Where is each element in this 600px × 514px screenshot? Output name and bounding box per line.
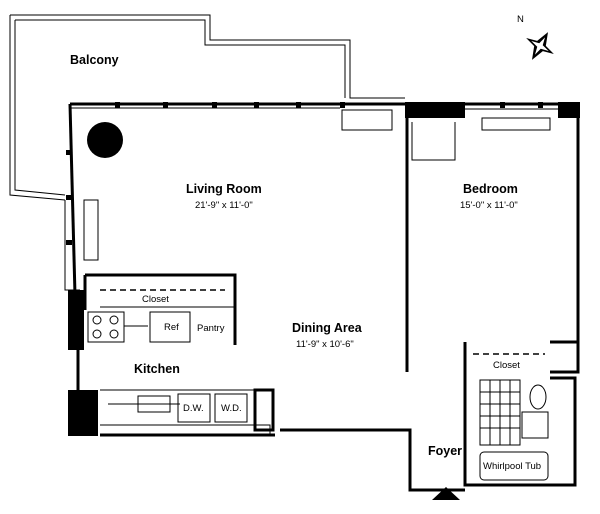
dimension-bedroom: 15'-0" x 11'-0": [460, 200, 518, 211]
exterior-walls: [68, 102, 580, 400]
room-label-bedroom: Bedroom: [463, 182, 518, 196]
toilet-icon: [529, 384, 547, 410]
balcony-railing: [9, 14, 405, 291]
dishwasher: [177, 393, 211, 423]
room-label-balcony: Balcony: [70, 53, 119, 67]
label-refrigerator: Ref: [164, 322, 179, 333]
bedroom-walls: [405, 118, 580, 374]
kitchen-walls: [68, 273, 275, 437]
window-sill: [481, 117, 551, 131]
window-sill: [83, 199, 99, 261]
stove-icon: [87, 311, 125, 343]
windows: [66, 102, 551, 261]
dimension-living-room: 21'-9" x 11'-0": [195, 200, 253, 211]
label-washer-dryer: W.D.: [221, 403, 242, 414]
room-label-foyer: Foyer: [428, 444, 462, 458]
room-label-living-room: Living Room: [186, 182, 262, 196]
wall-block: [558, 102, 580, 118]
label-kitchen-closet: Closet: [142, 294, 169, 305]
compass-rose-icon: [526, 32, 554, 60]
compass-north-label: N: [517, 14, 524, 25]
wall-block: [405, 102, 465, 118]
room-label-dining-area: Dining Area: [292, 321, 363, 335]
washer-dryer: [214, 393, 248, 423]
whirlpool-tub: [479, 451, 549, 481]
label-whirlpool-tub: Whirlpool Tub: [483, 461, 541, 472]
window-sill: [341, 109, 393, 131]
refrigerator: [149, 311, 191, 343]
entry-arrow-icon: [432, 487, 460, 500]
bathroom: [463, 372, 577, 487]
entry-walls: [280, 428, 465, 492]
room-label-kitchen: Kitchen: [134, 362, 180, 376]
label-pantry: Pantry: [197, 323, 225, 334]
label-dishwasher: D.W.: [183, 403, 204, 414]
column-icon: [87, 122, 123, 158]
dimension-dining-area: 11'-9" x 10'-6": [296, 339, 354, 350]
label-bedroom-closet: Closet: [493, 360, 520, 371]
sink-icon: [521, 411, 549, 439]
